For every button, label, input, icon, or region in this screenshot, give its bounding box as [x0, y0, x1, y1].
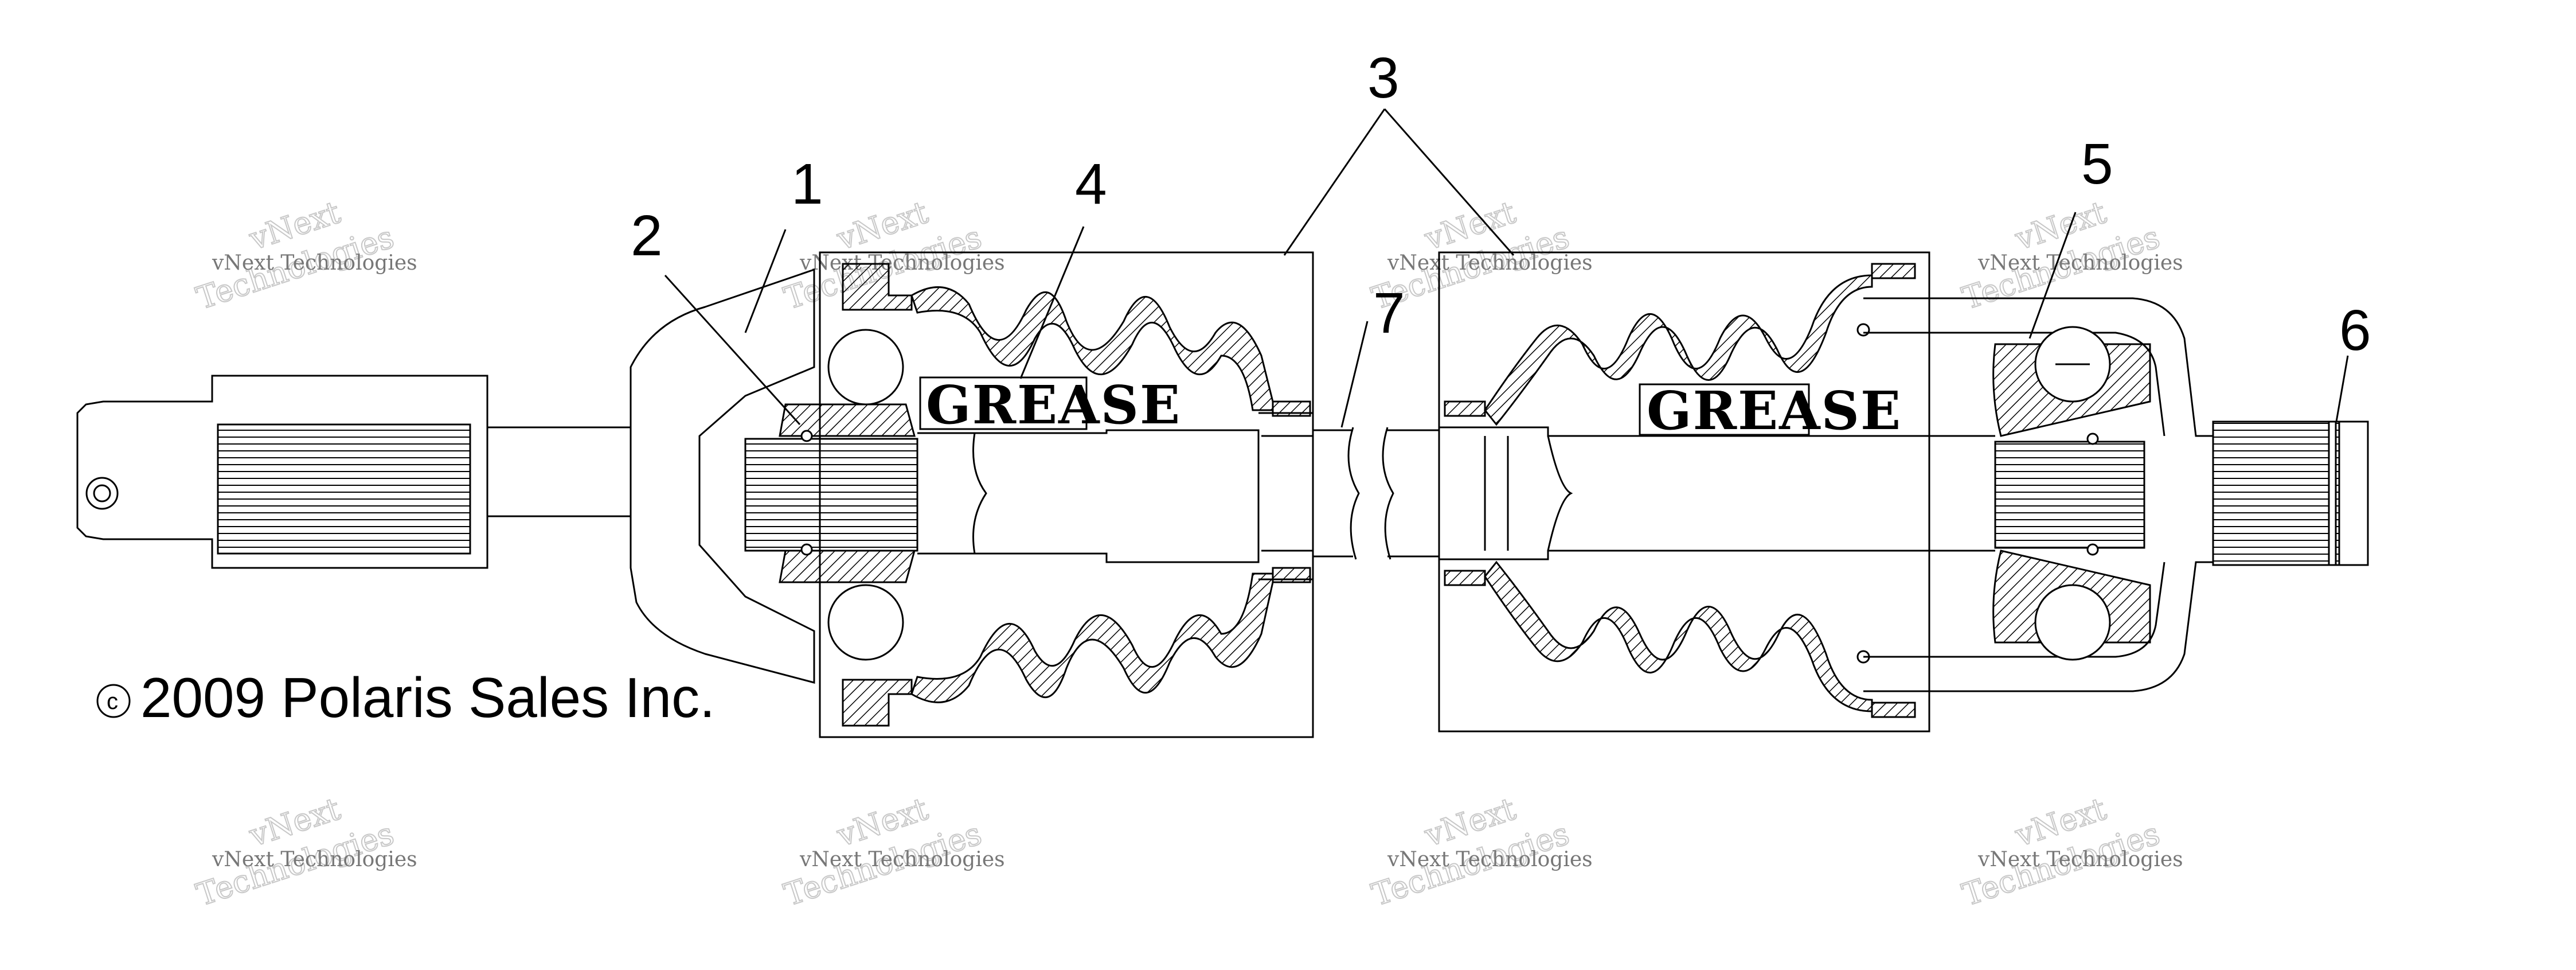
- leader-1: [744, 229, 787, 333]
- grease-label-right: GREASE: [1647, 380, 1902, 442]
- svg-text:vNext Technologies: vNext Technologies: [1387, 251, 1593, 275]
- callout-3: 3: [1367, 46, 1400, 110]
- svg-text:vNext Technologies: vNext Technologies: [1387, 848, 1593, 871]
- watermark-4: vNext Technologies: [1957, 193, 2183, 317]
- copyright-symbol-letter: c: [107, 689, 118, 714]
- watermark-2: vNext Technologies: [779, 193, 1005, 317]
- callout-2: 2: [631, 204, 663, 268]
- grease-label-left: GREASE: [926, 374, 1181, 436]
- leader-7: [1340, 321, 1369, 428]
- outer-cv-housing-right: [1863, 297, 2214, 692]
- callout-1: 1: [791, 152, 823, 216]
- stub-bolt-hole: [85, 477, 119, 510]
- grease-label-box-right: [1639, 383, 1810, 436]
- callout-7: 7: [1373, 281, 1405, 345]
- cv-boot-bottom-left: [910, 572, 1274, 703]
- leader-5: [2028, 212, 2077, 339]
- bearing-ball-top-left: [827, 329, 904, 406]
- watermark-3: vNext Technologies: [1367, 193, 1593, 317]
- cv-boot-top-right: [1484, 274, 1873, 426]
- callout-4: 4: [1075, 152, 1107, 216]
- watermark-7: vNext Technologies: [1367, 790, 1593, 914]
- leader-6: [2335, 355, 2349, 422]
- svg-text:vNext Technologies: vNext Technologies: [212, 848, 417, 871]
- outer-boot-kit-right: GREASE: [1438, 251, 1995, 733]
- watermark-1: vNext Technologies: [191, 193, 417, 317]
- boot-clamp-bottom-right: [1871, 702, 1916, 718]
- callout-6: 6: [2339, 298, 2371, 363]
- bearing-ball-bottom-left: [827, 584, 904, 661]
- svg-text:vNext Technologies: vNext Technologies: [1977, 251, 2183, 275]
- svg-text:vNext Technologies: vNext Technologies: [212, 251, 417, 275]
- callout-5: 5: [2081, 132, 2113, 196]
- bearing-ball-bottom-right: [2034, 584, 2111, 661]
- watermark-group: vNext Technologies vNext Technologies vN…: [191, 193, 2183, 914]
- cv-boot-bottom-right: [1484, 560, 1873, 712]
- cv-boot-top-left: [910, 286, 1274, 411]
- outer-race-spline-right: [1994, 441, 2145, 549]
- leader-4: [1019, 226, 1085, 379]
- boot-clamp-bottom-left: [842, 679, 913, 727]
- copyright-notice: c 2009 Polaris Sales Inc.: [96, 666, 715, 729]
- watermark-5: vNext Technologies: [191, 790, 417, 914]
- circlip: [2328, 420, 2337, 566]
- leader-3b: [1383, 108, 1515, 256]
- grease-label-box-left: [919, 376, 1088, 430]
- copyright-text: 2009 Polaris Sales Inc.: [140, 666, 715, 729]
- outer-cv-housing-left: [630, 268, 815, 684]
- svg-text:vNext Technologies: vNext Technologies: [1977, 848, 2183, 871]
- boot-clamp-top-right: [1871, 263, 1916, 279]
- svg-text:vNext Technologies: vNext Technologies: [799, 848, 1005, 871]
- inner-boot-kit-left: GREASE: [744, 251, 1314, 738]
- leader-lines: [664, 108, 2349, 428]
- svg-text:vNext Technologies: vNext Technologies: [799, 251, 1005, 275]
- inner-race-spline-left: [744, 438, 918, 552]
- leader-3a: [1283, 108, 1386, 256]
- leader-2: [664, 274, 801, 426]
- callout-labels: 1 2 3 4 5 6 7: [631, 46, 2371, 363]
- axle-shaft: [1313, 427, 1439, 560]
- watermark-8: vNext Technologies: [1957, 790, 2183, 914]
- right-stub-spline: [2212, 420, 2369, 566]
- stub-spline: [217, 423, 471, 555]
- watermark-6: vNext Technologies: [779, 790, 1005, 914]
- left-stub-shaft: [76, 375, 632, 569]
- copyright-symbol: [96, 684, 131, 718]
